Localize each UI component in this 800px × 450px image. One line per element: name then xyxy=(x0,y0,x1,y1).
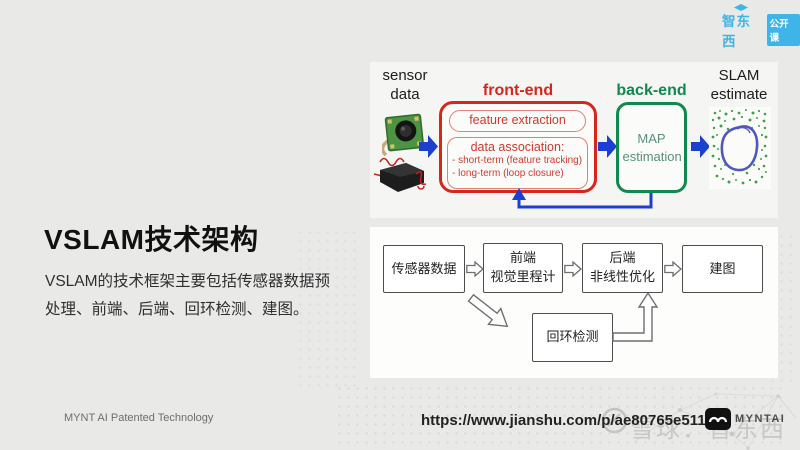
flow-box-loop-closure: 回环检测 xyxy=(532,313,613,362)
data-association-item-2: - long-term (loop closure) xyxy=(452,168,564,179)
backend-box: MAP estimation xyxy=(616,102,687,193)
hollow-arrow-right-icon xyxy=(664,261,682,277)
hollow-arrow-right-icon xyxy=(564,261,582,277)
feedback-loop-arrow xyxy=(512,188,653,209)
data-association-item-1: - short-term (feature tracking) xyxy=(452,155,583,166)
camera-module-icon xyxy=(382,113,425,156)
slam-map-icon xyxy=(709,107,771,189)
hollow-arrow-diagonal-icon xyxy=(467,293,509,328)
flow-box-label: 非线性优化 xyxy=(589,269,655,284)
imu-sensor-icon xyxy=(373,157,427,192)
flow-box-mapping: 建图 xyxy=(682,245,763,293)
arrow-right-icon xyxy=(691,135,710,158)
backend-title: back-end xyxy=(616,82,687,99)
graduation-cap-icon xyxy=(734,4,748,11)
flow-box-label: 传感器数据 xyxy=(391,260,457,276)
flow-box-label: 前端 xyxy=(509,250,536,266)
dots-pattern-middle xyxy=(296,228,362,388)
flow-box-label: 建图 xyxy=(709,260,736,276)
data-association-box: data association: - short-term (feature … xyxy=(447,137,588,189)
body-paragraph: VSLAM的技术框架主要包括传感器数据预 处理、前端、后端、回环检测、建图。 xyxy=(45,268,380,324)
myntai-logo: MYNTAI xyxy=(705,408,785,430)
slam-label-line1: SLAM xyxy=(718,67,760,84)
flow-box-label: 回环检测 xyxy=(546,329,599,345)
network-pattern xyxy=(633,392,797,450)
body-line-1: VSLAM的技术框架主要包括传感器数据预 xyxy=(45,273,331,290)
sensor-label-line2: data xyxy=(390,85,420,103)
flow-box-frontend-vo: 前端 视觉里程计 xyxy=(483,243,563,293)
hollow-arrow-elbow-icon xyxy=(612,291,659,342)
data-association-title: data association: xyxy=(470,140,565,154)
arrow-right-icon xyxy=(598,135,617,158)
myntai-logo-icon xyxy=(705,408,731,430)
brand-badge: 公开课 xyxy=(766,14,800,46)
slam-estimate-label: SLAM estimate xyxy=(706,67,772,105)
source-url-link[interactable]: https://www.jianshu.com/p/ae80765e511b xyxy=(421,412,715,429)
xueqiu-icon xyxy=(601,407,628,434)
brand-name: 智东西 xyxy=(722,14,751,49)
hollow-arrow-right-icon xyxy=(466,261,484,277)
frontend-title: front-end xyxy=(482,82,554,99)
map-estimation-label: MAP estimation xyxy=(622,130,682,164)
sensor-label-line1: sensor xyxy=(382,67,428,84)
page-title: VSLAM技术架构 xyxy=(44,224,259,255)
flow-box-backend-optimization: 后端 非线性优化 xyxy=(582,243,663,293)
body-line-2: 处理、前端、后端、回环检测、建图。 xyxy=(45,301,309,318)
flow-box-label: 后端 xyxy=(609,250,636,266)
flow-box-sensor-data: 传感器数据 xyxy=(383,245,465,293)
arrow-right-icon xyxy=(419,135,438,158)
feature-extraction-box: feature extraction xyxy=(449,110,586,132)
flow-box-label: 视觉里程计 xyxy=(490,269,556,284)
sensor-data-label: sensor data xyxy=(372,67,438,105)
slam-label-line2: estimate xyxy=(710,85,768,103)
zhidongxi-logo: 智东西 公开课 xyxy=(722,4,800,50)
myntai-logo-text: MYNTAI xyxy=(735,413,786,425)
patent-note: MYNT AI Patented Technology xyxy=(64,412,214,424)
